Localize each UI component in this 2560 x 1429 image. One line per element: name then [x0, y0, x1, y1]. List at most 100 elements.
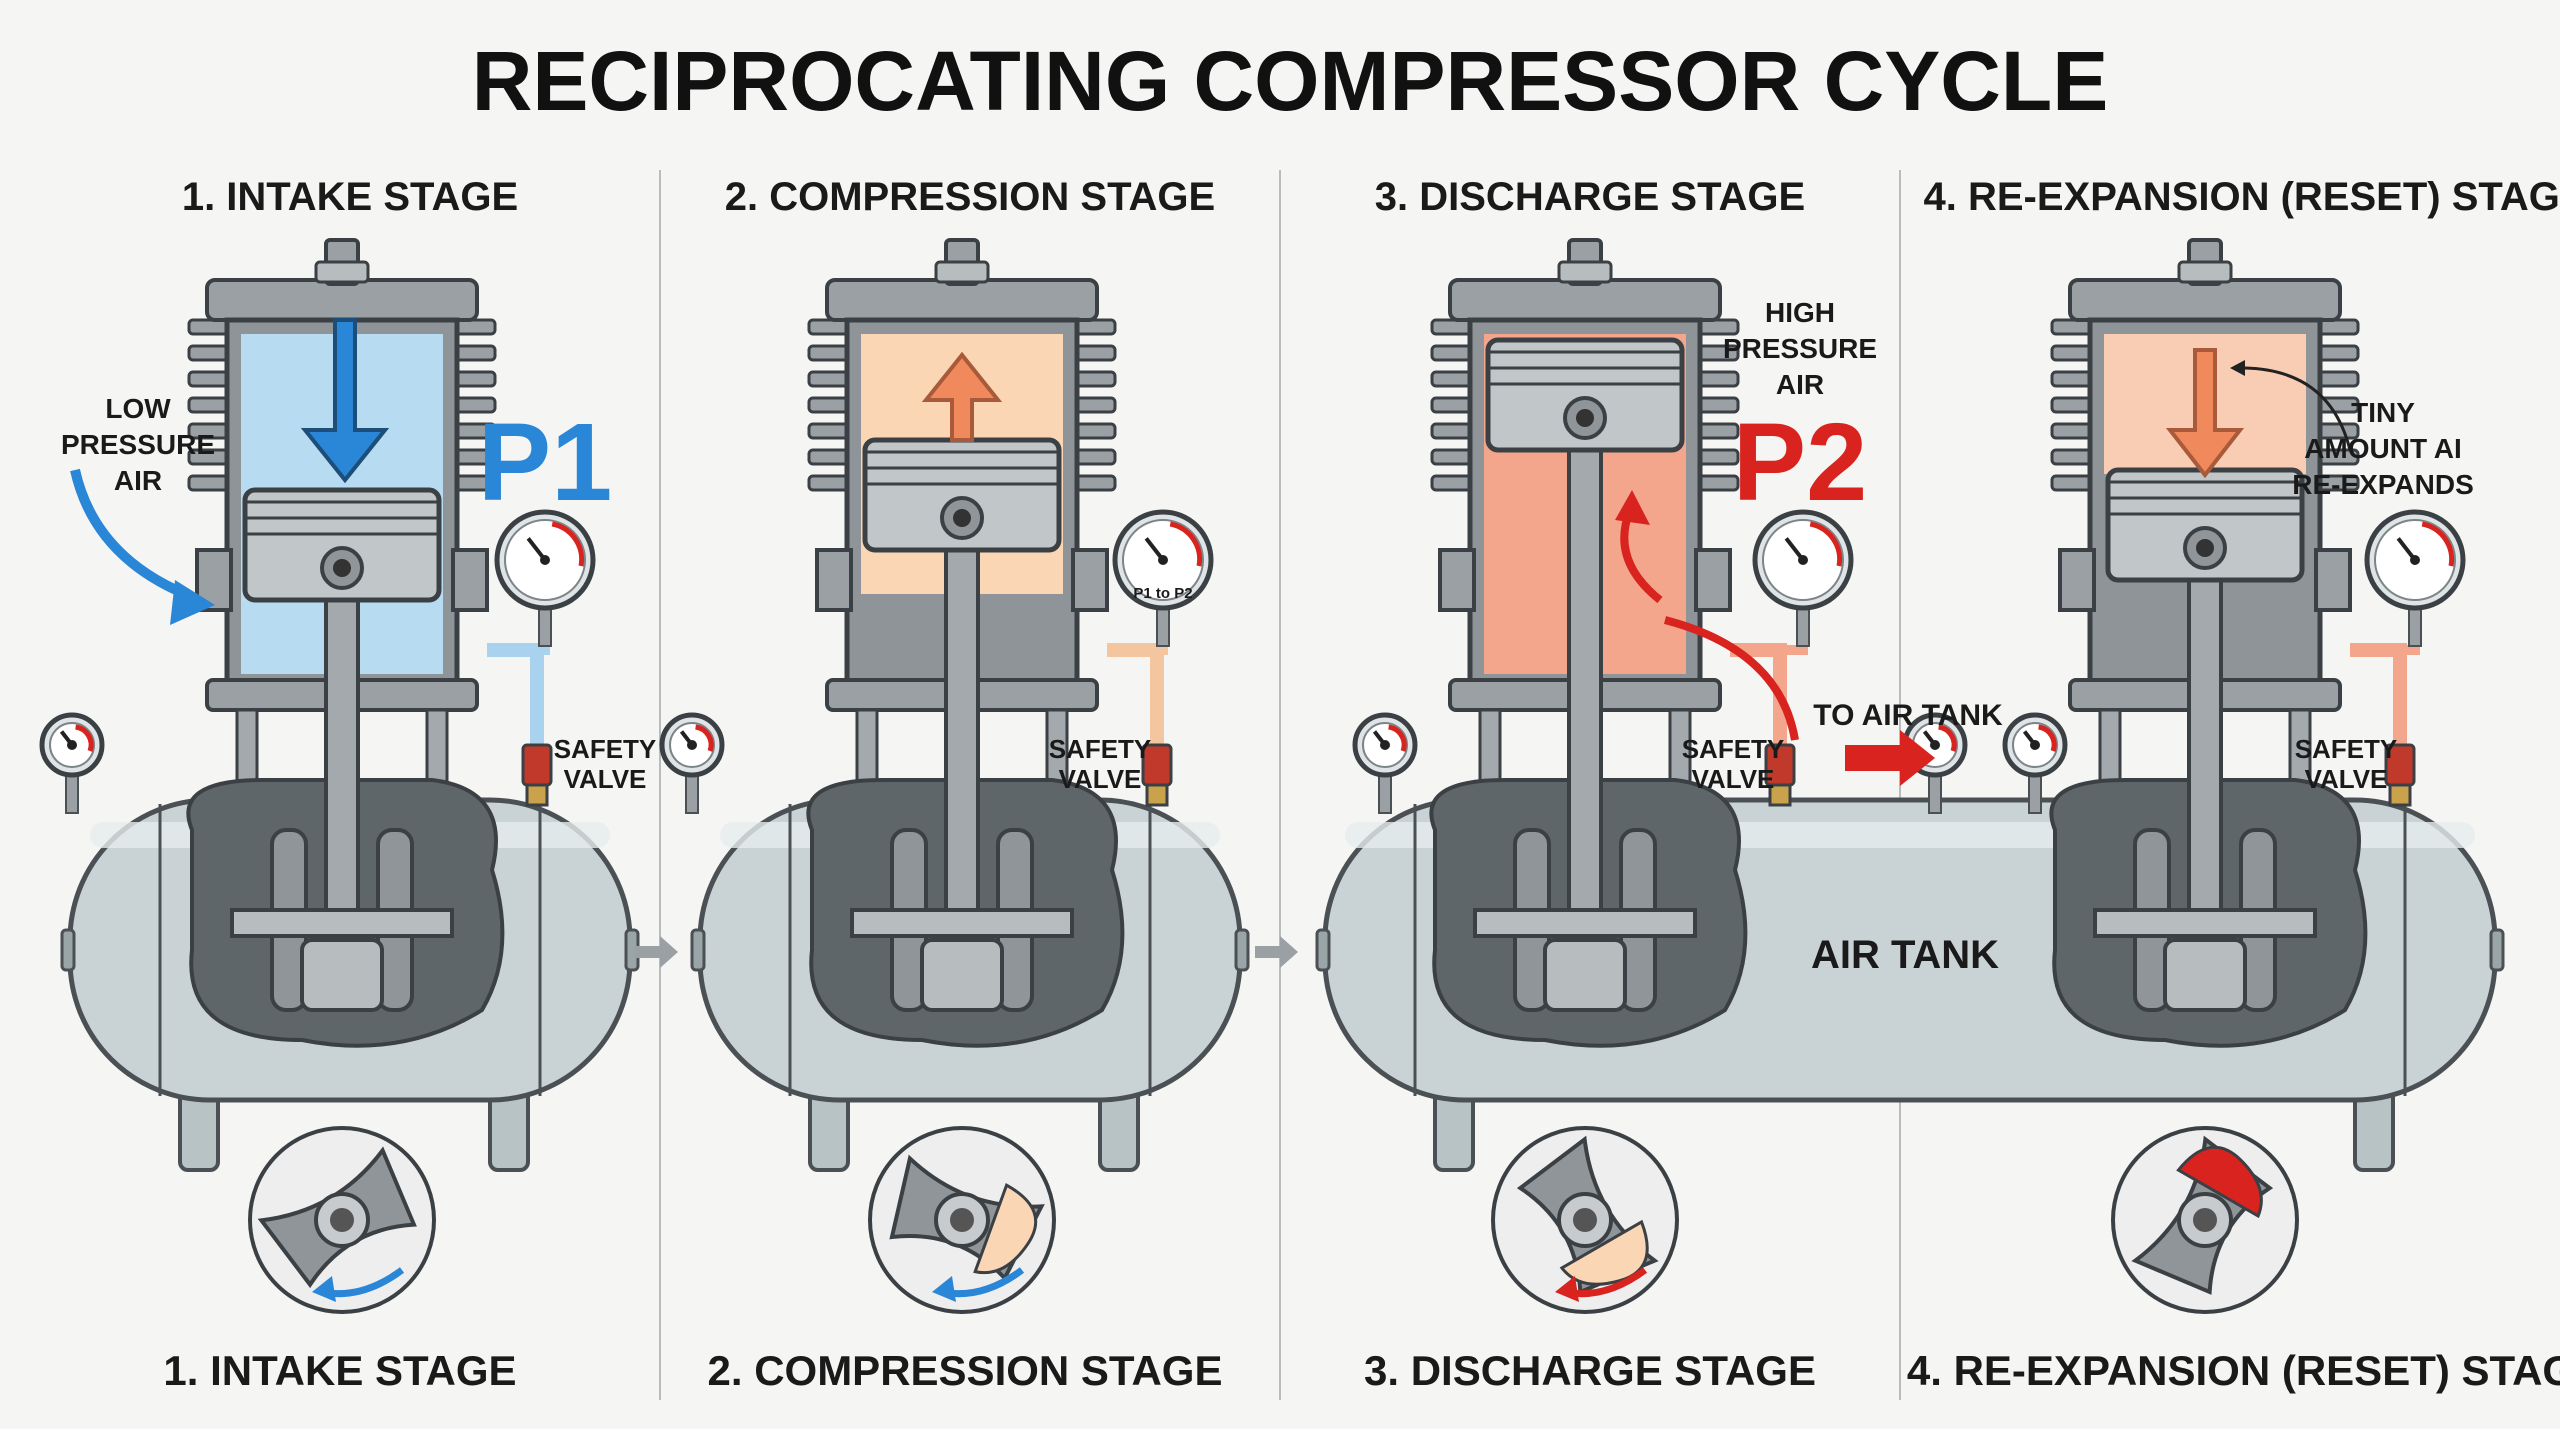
crank-pin: [950, 1208, 974, 1232]
gauge-stem: [2028, 772, 2042, 814]
stage-1-note-line-2: PRESSURE: [61, 429, 215, 460]
stage-4-top-label: 4. RE-EXPANSION (RESET) STAGE: [1923, 175, 2560, 219]
cooling-fin: [1073, 396, 1117, 414]
stage-1-top-label: 1. INTAKE STAGE: [182, 175, 518, 219]
stage-1-note-line-3: AIR: [114, 465, 162, 496]
stage-2-top-label: 2. COMPRESSION STAGE: [725, 175, 1215, 219]
cooling-fin: [453, 318, 497, 336]
wrist-pin-center: [1576, 409, 1594, 427]
cooling-fin: [2050, 474, 2094, 492]
annotation-arrows: [70, 360, 2352, 968]
gauge-stem: [685, 772, 699, 814]
pressure-gauge: [2364, 509, 2466, 647]
tank-end-cap: [1234, 928, 1250, 972]
pressure-gauge: [1752, 509, 1854, 647]
cooling-fin: [2050, 396, 2094, 414]
discharge-flow-arrow: [1663, 616, 1799, 741]
cooling-fin: [1430, 396, 1474, 414]
stage-4-safety-valve-label-line-2: VALVE: [2305, 764, 2388, 794]
stage-3-bottom-label: 3. DISCHARGE STAGE: [1364, 1347, 1816, 1394]
cooling-fin: [2050, 344, 2094, 362]
pressure-gauge: [1112, 509, 1214, 647]
cooling-fin: [807, 474, 851, 492]
gauge-stem: [1156, 605, 1170, 647]
stage-4-note-line-3: RE-EXPANDS: [2292, 469, 2474, 500]
cooling-fin: [1430, 370, 1474, 388]
stage-1-safety-valve-label-line-1: SAFETY: [554, 734, 657, 764]
cooling-fin: [453, 344, 497, 362]
safety-valve-base: [525, 783, 549, 807]
gauge-stem: [1796, 605, 1810, 647]
cooling-fin: [1073, 370, 1117, 388]
low-pressure-intake-arrowhead: [170, 580, 215, 625]
gauge-hub: [1798, 555, 1808, 565]
stage-2-cylinder: [659, 238, 1214, 1048]
piston-motion-arrow: [300, 318, 390, 484]
cooling-fin: [807, 396, 851, 414]
discharge-port: [1071, 548, 1109, 612]
safety-valve-base: [1145, 783, 1169, 807]
high-pressure-arrowhead: [1615, 490, 1650, 525]
tank-gauge: [39, 712, 105, 814]
gauge-hub: [540, 555, 550, 565]
gauge-stem: [538, 605, 552, 647]
low-pressure-intake-arrow: [70, 468, 197, 603]
rotation-arrowhead: [932, 1276, 956, 1302]
cooling-fin: [1430, 448, 1474, 466]
intake-port: [815, 548, 853, 612]
crankshaft: [230, 908, 454, 938]
cooling-fin: [2316, 344, 2360, 362]
gauge-hub: [1158, 555, 1168, 565]
gauge-hub: [2030, 740, 2040, 750]
page-title: RECIPROCATING COMPRESSOR CYCLE: [472, 34, 2109, 128]
intake-port: [1438, 548, 1476, 612]
tank-gauge: [2002, 712, 2068, 814]
stage-transition-arrow: [1255, 936, 1298, 968]
gauge-hub: [2410, 555, 2420, 565]
big-end: [920, 938, 1004, 1012]
intake-port: [2058, 548, 2096, 612]
stage-1-cylinder: [39, 238, 596, 1048]
crank-accent: [1559, 1219, 1649, 1286]
wrist-pin-center: [2196, 539, 2214, 557]
stage-1-safety-valve-label-line-2: VALVE: [564, 764, 647, 794]
wrist-pin-center: [333, 559, 351, 577]
stage-transition-arrow: [635, 936, 678, 968]
cooling-fin: [1430, 344, 1474, 362]
gauge-red-zone: [1169, 521, 1203, 567]
cooling-fin: [1073, 318, 1117, 336]
tank-end-cap: [60, 928, 76, 972]
stage-1-crank-disc: [248, 1126, 436, 1314]
stage-4-note-line-1: TINY: [2351, 397, 2415, 428]
gauge-red-zone: [695, 724, 714, 752]
crank-pin: [330, 1208, 354, 1232]
discharge-port: [451, 548, 489, 612]
discharge-pipe: [487, 643, 544, 750]
cooling-fin: [1430, 422, 1474, 440]
stage-4-crank-disc: [2111, 1126, 2299, 1314]
cooling-fin: [1073, 448, 1117, 466]
cooling-fin: [187, 370, 231, 388]
crank-accent: [2176, 1145, 2263, 1219]
cooling-fin: [1073, 474, 1117, 492]
gauge-red-zone: [1938, 724, 1957, 752]
cooling-fin: [1073, 422, 1117, 440]
cooling-fin: [453, 370, 497, 388]
rotation-arrowhead: [1555, 1276, 1579, 1302]
cooling-fin: [2050, 422, 2094, 440]
stage-3-crank-disc: [1491, 1126, 1679, 1314]
head-nut: [934, 260, 990, 284]
air-tank-label: AIR TANK: [1811, 933, 1999, 977]
cooling-fin: [807, 318, 851, 336]
cooling-fin: [187, 474, 231, 492]
gauge-red-zone: [551, 521, 585, 567]
reexpansion-pointer: [2244, 366, 2352, 451]
safety-valve-base: [2388, 783, 2412, 807]
stage-3-top-label: 3. DISCHARGE STAGE: [1375, 175, 1805, 219]
to-air-tank-label: TO AIR TANK: [1813, 699, 2003, 732]
cooling-fin: [1696, 370, 1740, 388]
crankshaft: [1473, 908, 1697, 938]
stage-3-note-line-1: HIGH: [1765, 297, 1835, 328]
stage-2-safety-valve-label-line-2: VALVE: [1059, 764, 1142, 794]
big-end: [300, 938, 384, 1012]
